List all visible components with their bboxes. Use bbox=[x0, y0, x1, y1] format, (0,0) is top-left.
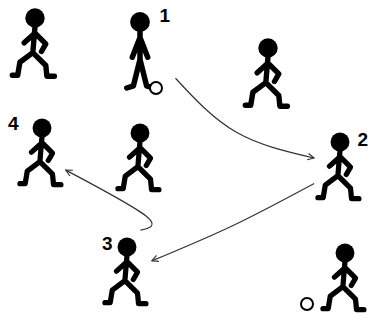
player-marker: 2 bbox=[316, 128, 372, 208]
pass-arrow bbox=[152, 183, 314, 260]
callout-number: 2 bbox=[357, 130, 368, 150]
ball bbox=[150, 82, 162, 94]
player-figure bbox=[245, 38, 287, 106]
player-figure bbox=[127, 12, 153, 88]
callout-number: 1 bbox=[159, 6, 170, 26]
player-figure bbox=[318, 133, 359, 199]
player-marker: 4 bbox=[4, 112, 64, 192]
ball bbox=[301, 298, 313, 310]
player-figure bbox=[20, 119, 61, 185]
pass-arrow bbox=[66, 170, 152, 230]
player-figure bbox=[323, 244, 364, 310]
callout-number: 4 bbox=[8, 114, 19, 134]
callout-number: 3 bbox=[102, 234, 113, 254]
player-figure bbox=[12, 8, 54, 76]
player-figure bbox=[118, 124, 159, 190]
player-marker: 3 bbox=[98, 232, 150, 314]
pass-arrow bbox=[175, 78, 314, 158]
player-marker: 1 bbox=[118, 4, 174, 100]
